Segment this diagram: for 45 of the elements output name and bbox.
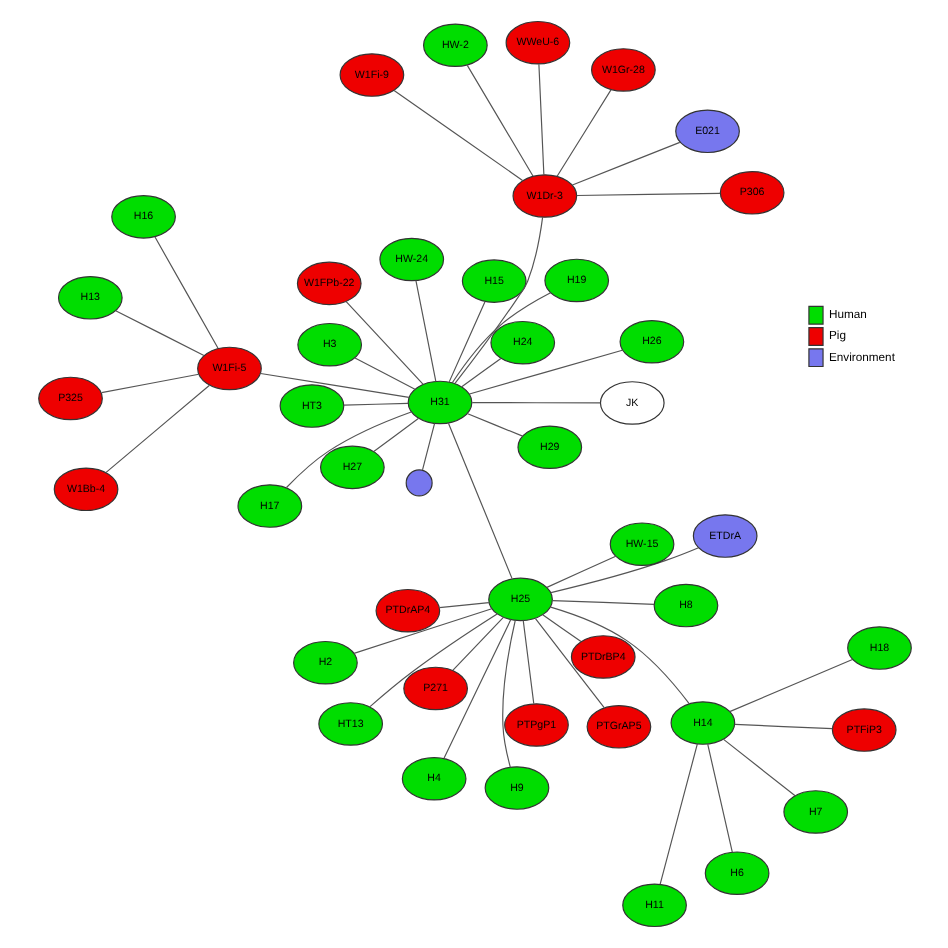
connector: [414, 280, 436, 382]
connector: [521, 620, 534, 705]
connector: [465, 64, 533, 177]
connector: [541, 614, 581, 643]
connector: [545, 555, 616, 588]
connector: [575, 192, 720, 197]
connector: [533, 618, 604, 709]
connector: [342, 402, 408, 406]
connector: [352, 608, 492, 654]
connector: [460, 357, 501, 388]
connector: [658, 743, 697, 885]
connector: [446, 422, 512, 580]
connector: [392, 89, 523, 182]
connector: [437, 602, 489, 609]
connector: [104, 384, 210, 474]
connector: [284, 411, 411, 489]
connector: [153, 236, 218, 349]
connector: [451, 616, 503, 671]
connector: [570, 141, 680, 186]
connector: [353, 357, 415, 390]
connector: [259, 372, 409, 399]
connector: [114, 310, 204, 357]
connector: [467, 349, 622, 395]
connector: [722, 738, 795, 797]
connector: [470, 401, 600, 404]
connector: [450, 292, 551, 384]
connector: [447, 301, 485, 383]
connector: [372, 417, 418, 453]
connector: [420, 423, 435, 471]
connector: [442, 619, 511, 759]
connector: [368, 613, 497, 708]
connector: [728, 658, 852, 713]
connector: [537, 63, 544, 176]
connector: [706, 743, 732, 853]
connector: [344, 301, 423, 385]
connector: [465, 412, 523, 437]
connector: [555, 89, 611, 177]
connector: [733, 723, 832, 730]
connector: [550, 599, 654, 605]
connector: [549, 606, 689, 705]
connector: [100, 373, 199, 394]
connector: [501, 620, 515, 768]
connector: [453, 216, 543, 385]
connector: [549, 547, 699, 594]
node-circle: [404, 469, 432, 497]
